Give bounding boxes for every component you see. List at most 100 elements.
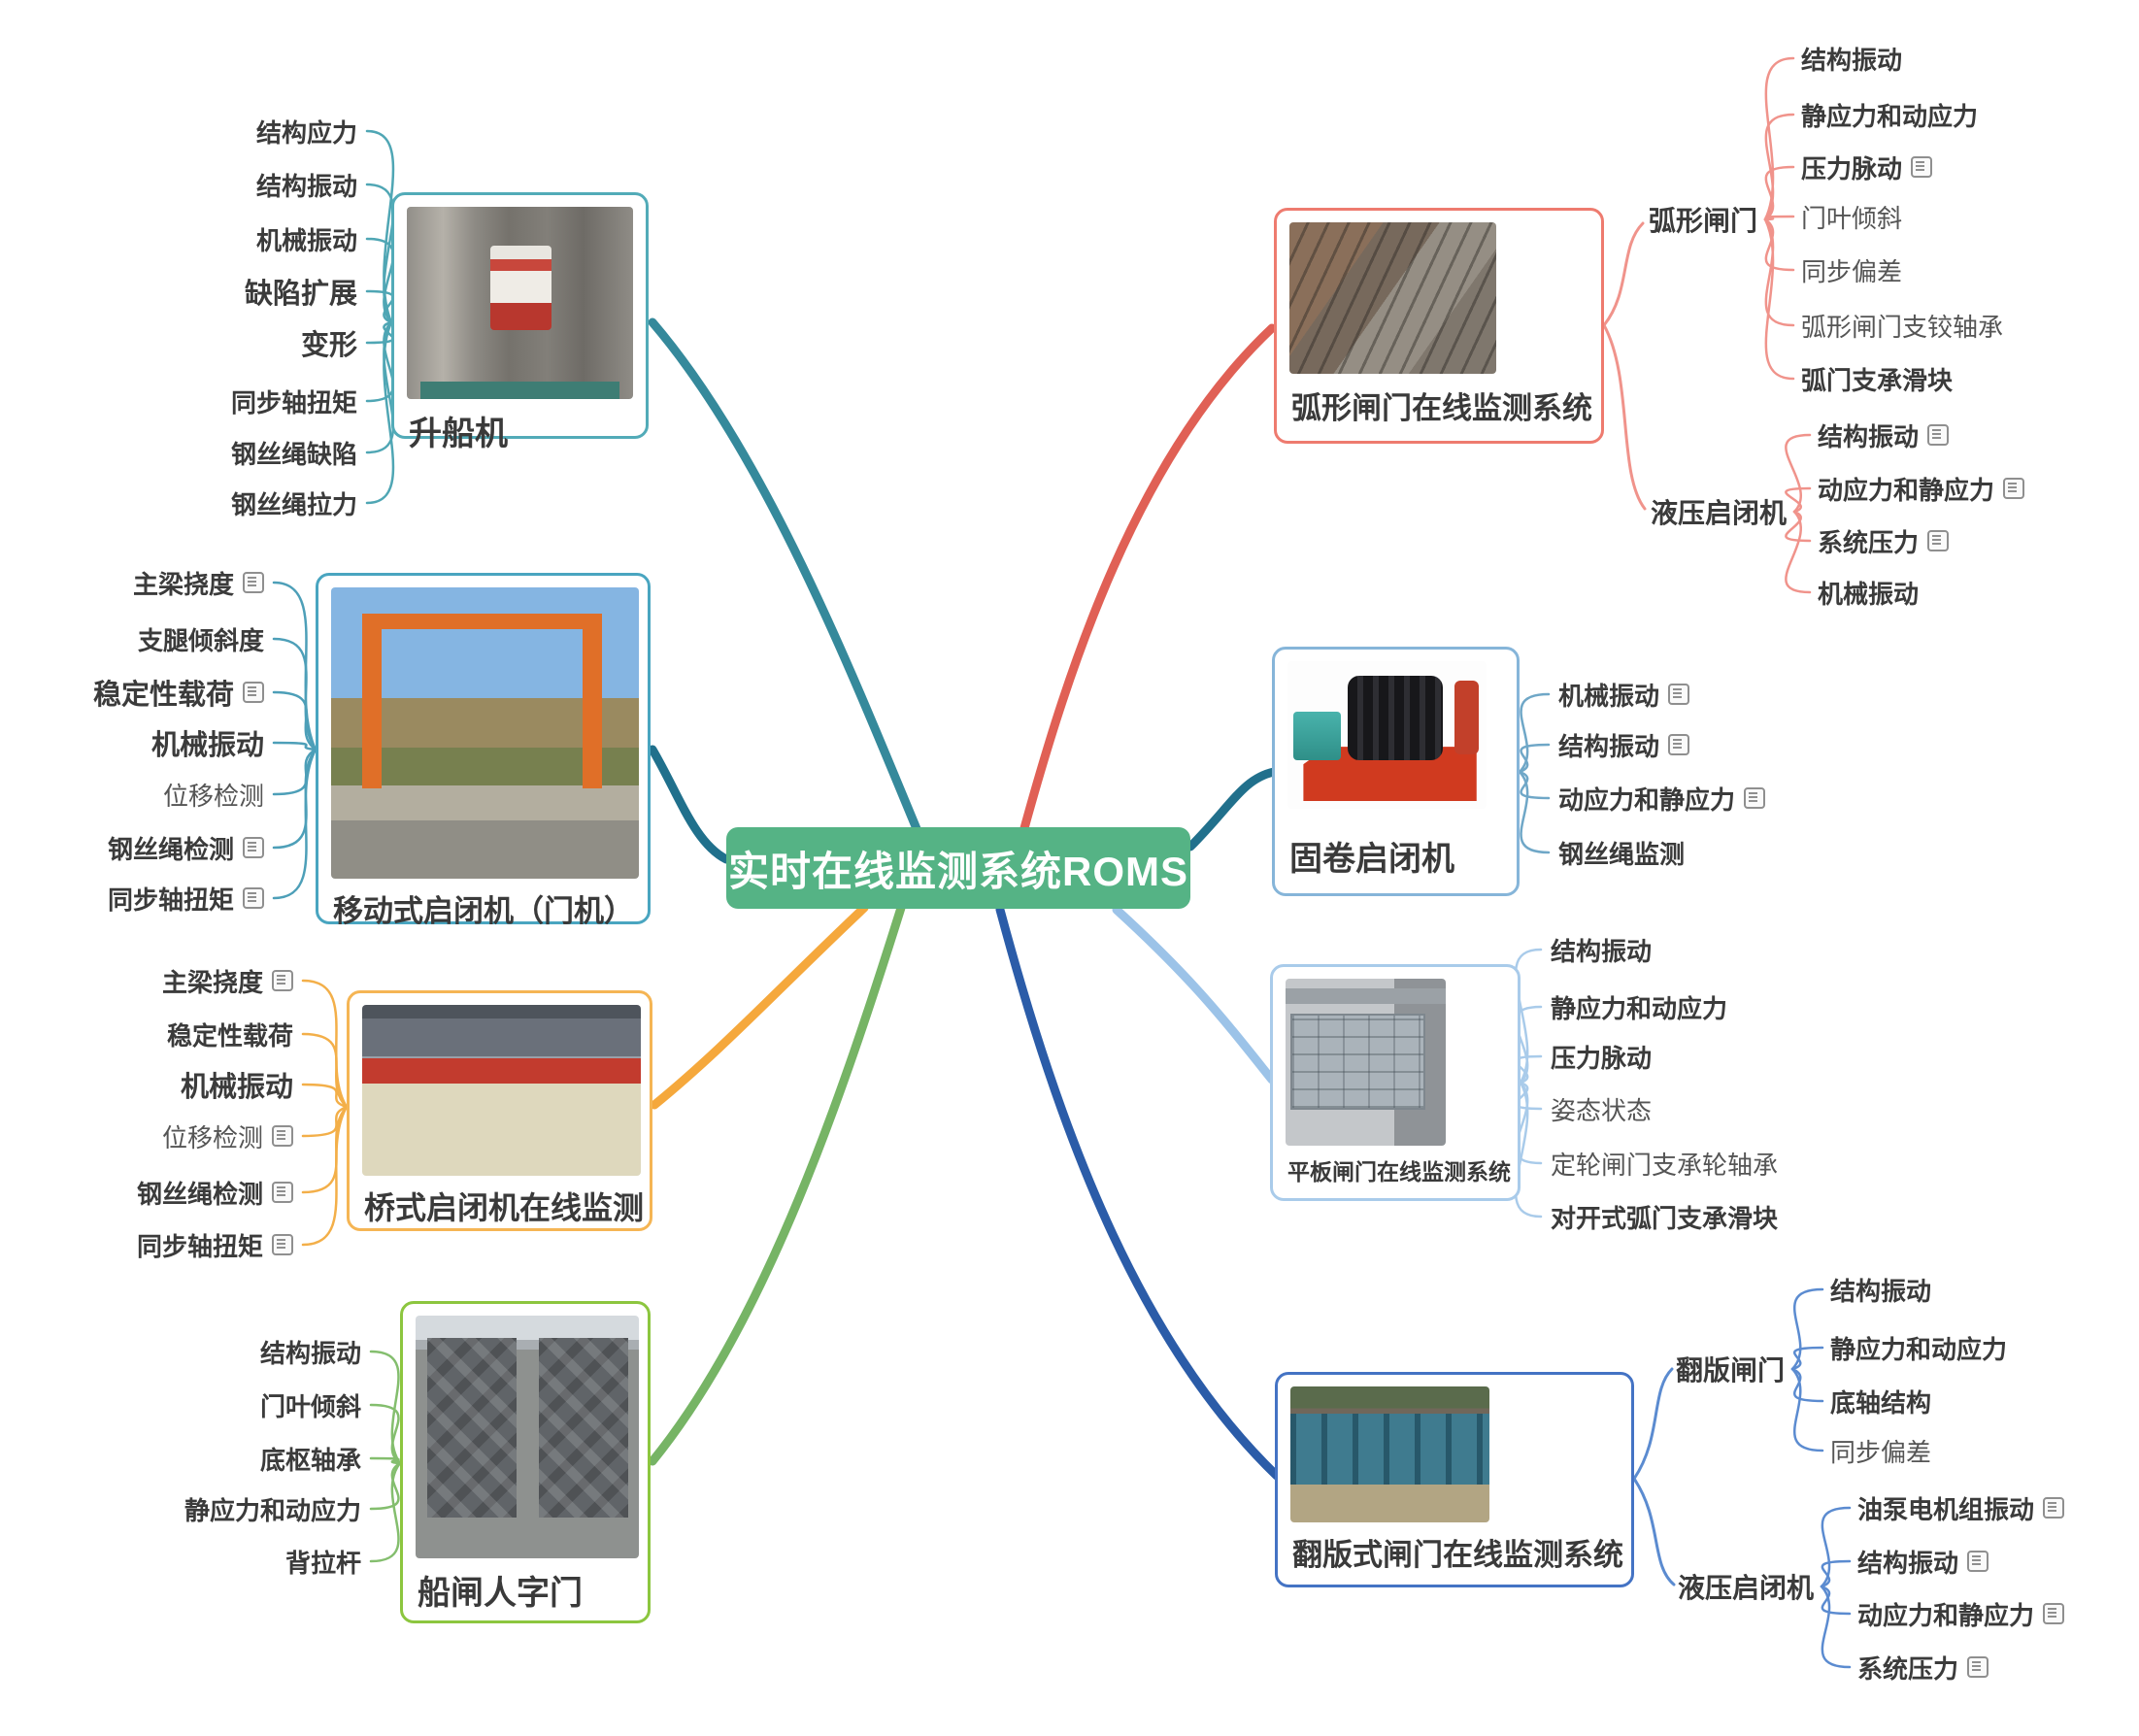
- leaf-item[interactable]: 钢丝绳检测: [137, 1173, 293, 1212]
- leaf-item[interactable]: 同步偏差: [1801, 250, 1902, 289]
- leaf-item[interactable]: 动应力和静应力: [1857, 1594, 2065, 1633]
- leaf-item[interactable]: 机械振动: [181, 1065, 293, 1104]
- note-icon[interactable]: [243, 682, 264, 703]
- leaf-item[interactable]: 背拉杆: [285, 1542, 361, 1581]
- leaf-item[interactable]: 同步偏差: [1830, 1431, 1931, 1470]
- leaf-item[interactable]: 对开式弧门支承滑块: [1551, 1197, 1778, 1236]
- leaf-item[interactable]: 稳定性载荷: [167, 1015, 293, 1053]
- note-icon[interactable]: [2043, 1497, 2065, 1519]
- leaf-label: 同步轴扭矩: [136, 1231, 263, 1261]
- leaf-item[interactable]: 定轮闸门支承轮轴承: [1551, 1144, 1778, 1183]
- branch-node-arc[interactable]: 弧形闸门在线监测系统: [1274, 208, 1604, 444]
- branch-node-shiplift[interactable]: 升船机: [391, 192, 649, 452]
- leaf-item[interactable]: 机械振动: [151, 723, 264, 762]
- leaf-item[interactable]: 结构应力: [256, 112, 357, 150]
- leaf-item[interactable]: 弧门支承滑块: [1801, 359, 1953, 398]
- note-icon[interactable]: [272, 1125, 293, 1147]
- leaf-item[interactable]: 结构振动: [256, 165, 357, 204]
- leaf-item[interactable]: 静应力和动应力: [1830, 1328, 2007, 1367]
- note-icon[interactable]: [243, 837, 264, 858]
- leaf-item[interactable]: 钢丝绳监测: [1558, 833, 1685, 872]
- group-label-arc-1[interactable]: 液压启闭机: [1651, 498, 1788, 528]
- leaf-item[interactable]: 变形: [301, 323, 357, 362]
- note-icon[interactable]: [1967, 1551, 1989, 1572]
- note-icon[interactable]: [1911, 156, 1933, 178]
- leaf-connector: [1763, 217, 1795, 272]
- central-topic[interactable]: 实时在线监测系统ROMS: [726, 827, 1190, 909]
- branch-node-mobile[interactable]: 移动式启闭机（门机）: [316, 573, 651, 928]
- leaf-item[interactable]: 底枢轴承: [260, 1439, 361, 1478]
- leaf-item[interactable]: 静应力和动应力: [1801, 95, 1978, 134]
- leaf-item[interactable]: 压力脉动: [1801, 148, 1933, 186]
- leaf-item[interactable]: 姿态状态: [1551, 1089, 1652, 1128]
- leaf-item[interactable]: 压力脉动: [1551, 1037, 1652, 1076]
- leaf-item[interactable]: 结构振动: [1801, 39, 1902, 78]
- note-icon[interactable]: [1744, 787, 1766, 809]
- group-label-arc-0[interactable]: 弧形闸门: [1649, 206, 1758, 236]
- leaf-item[interactable]: 动应力和静应力: [1818, 469, 2025, 508]
- branch-node-flap[interactable]: 翻版式闸门在线监测系统: [1275, 1372, 1634, 1587]
- leaf-connector: [369, 1461, 402, 1511]
- leaf-item[interactable]: 动应力和静应力: [1558, 779, 1766, 818]
- leaf-connector: [1820, 1585, 1852, 1616]
- leaf-connector: [301, 1083, 349, 1109]
- leaf-item[interactable]: 油泵电机组振动: [1857, 1488, 2065, 1527]
- branch-title: 弧形闸门在线监测系统: [1291, 391, 1592, 425]
- note-icon[interactable]: [2043, 1603, 2065, 1624]
- leaf-item[interactable]: 机械振动: [256, 219, 357, 258]
- note-icon[interactable]: [1927, 530, 1950, 551]
- note-icon[interactable]: [2003, 478, 2025, 499]
- note-icon[interactable]: [1967, 1656, 1989, 1678]
- note-icon[interactable]: [243, 572, 264, 593]
- leaf-item[interactable]: 静应力和动应力: [184, 1489, 361, 1528]
- leaf-item[interactable]: 稳定性载荷: [93, 673, 264, 712]
- leaf-item[interactable]: 钢丝绳缺陷: [231, 433, 357, 472]
- note-icon[interactable]: [272, 1182, 293, 1203]
- leaf-item[interactable]: 门叶倾斜: [260, 1385, 361, 1424]
- leaf-item[interactable]: 结构振动: [1830, 1270, 1931, 1309]
- leaf-item[interactable]: 同步轴扭矩: [137, 1225, 293, 1264]
- group-label-flap-0[interactable]: 翻版闸门: [1676, 1355, 1786, 1385]
- leaf-item[interactable]: 结构振动: [1558, 725, 1690, 764]
- leaf-item[interactable]: 主梁挠度: [133, 563, 264, 602]
- leaf-item[interactable]: 弧形闸门支铰轴承: [1801, 306, 2003, 345]
- leaf-label: 动应力和静应力: [1818, 475, 1995, 505]
- leaf-item[interactable]: 钢丝绳检测: [108, 828, 264, 867]
- leaf-item[interactable]: 同步轴扭矩: [231, 382, 357, 420]
- group-label-flap-1[interactable]: 液压启闭机: [1678, 1573, 1815, 1603]
- note-icon[interactable]: [1668, 684, 1690, 705]
- leaf-item[interactable]: 机械振动: [1818, 573, 1919, 612]
- note-icon[interactable]: [1668, 734, 1690, 755]
- leaf-item[interactable]: 位移检测: [162, 1117, 293, 1155]
- leaf-item[interactable]: 结构振动: [1818, 416, 1950, 454]
- note-icon[interactable]: [272, 1234, 293, 1255]
- leaf-item[interactable]: 门叶倾斜: [1801, 197, 1902, 236]
- leaf-item[interactable]: 底轴结构: [1830, 1382, 1931, 1420]
- leaf-item[interactable]: 系统压力: [1857, 1648, 1989, 1686]
- branch-node-flat[interactable]: 平板闸门在线监测系统: [1270, 964, 1521, 1201]
- leaf-label: 机械振动: [255, 225, 357, 255]
- leaf-item[interactable]: 结构振动: [1551, 930, 1652, 969]
- miter-photo: [416, 1316, 639, 1558]
- leaf-connector: [272, 581, 318, 751]
- leaf-item[interactable]: 机械振动: [1558, 675, 1690, 714]
- leaf-label: 结构振动: [1818, 421, 1920, 451]
- leaf-item[interactable]: 静应力和动应力: [1551, 987, 1727, 1026]
- leaf-item[interactable]: 结构振动: [260, 1332, 361, 1371]
- leaf-item[interactable]: 系统压力: [1818, 521, 1950, 560]
- leaf-item[interactable]: 缺陷扩展: [245, 272, 357, 311]
- leaf-item[interactable]: 支腿倾斜度: [138, 619, 264, 658]
- leaf-item[interactable]: 同步轴扭矩: [108, 879, 264, 918]
- branch-node-bridge[interactable]: 桥式启闭机在线监测: [347, 990, 652, 1231]
- leaf-item[interactable]: 结构振动: [1857, 1542, 1989, 1581]
- note-icon[interactable]: [272, 970, 293, 991]
- note-icon[interactable]: [1927, 424, 1950, 446]
- leaf-item[interactable]: 主梁挠度: [162, 961, 293, 1000]
- branch-node-hoist[interactable]: 固卷启闭机: [1272, 647, 1520, 896]
- branch-node-miter[interactable]: 船闸人字门: [400, 1301, 651, 1623]
- leaf-connector: [1790, 1367, 1824, 1452]
- photo-detail: [1347, 676, 1443, 760]
- leaf-item[interactable]: 钢丝绳拉力: [231, 484, 357, 522]
- leaf-item[interactable]: 位移检测: [163, 775, 264, 814]
- note-icon[interactable]: [243, 887, 264, 909]
